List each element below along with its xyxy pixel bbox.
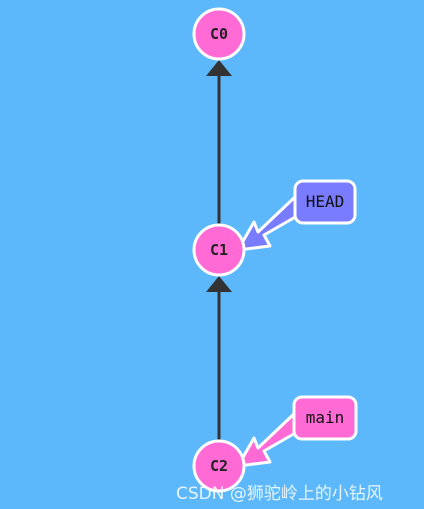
- branch-ref-label: main: [306, 408, 345, 427]
- head-ref: HEAD: [236, 179, 357, 252]
- head-ref-box: [293, 179, 357, 225]
- watermark-text: CSDN @狮驼岭上的小钻风: [176, 484, 383, 504]
- commit-node-c2: C2: [192, 439, 246, 493]
- edge-c2-c1: [206, 276, 232, 441]
- commit-label-c2: C2: [210, 457, 228, 475]
- commit-node-c0: C0: [192, 7, 246, 61]
- commit-label-c1: C1: [210, 241, 228, 259]
- commit-node-c1: C1: [192, 223, 246, 277]
- branch-ref-main: main: [236, 395, 358, 468]
- branch-ref-box: [292, 395, 358, 441]
- edge-c1-c0: [206, 60, 232, 225]
- commit-label-c0: C0: [210, 25, 228, 43]
- head-ref-label: HEAD: [306, 192, 345, 211]
